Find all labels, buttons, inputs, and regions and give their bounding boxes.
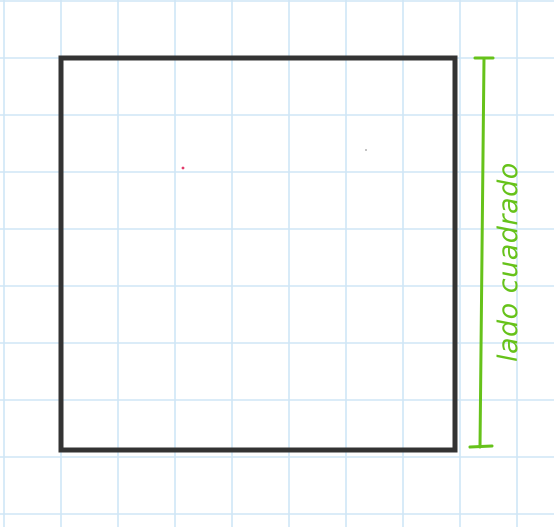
square-shape <box>58 55 458 453</box>
side-label: lado cuadrado <box>493 162 524 362</box>
stray-dot-red <box>181 166 185 170</box>
stray-dot-gray <box>365 149 367 151</box>
dimension-bottom-tick <box>468 444 494 449</box>
dimension-line <box>478 56 486 449</box>
side-dimension-line <box>468 56 495 449</box>
